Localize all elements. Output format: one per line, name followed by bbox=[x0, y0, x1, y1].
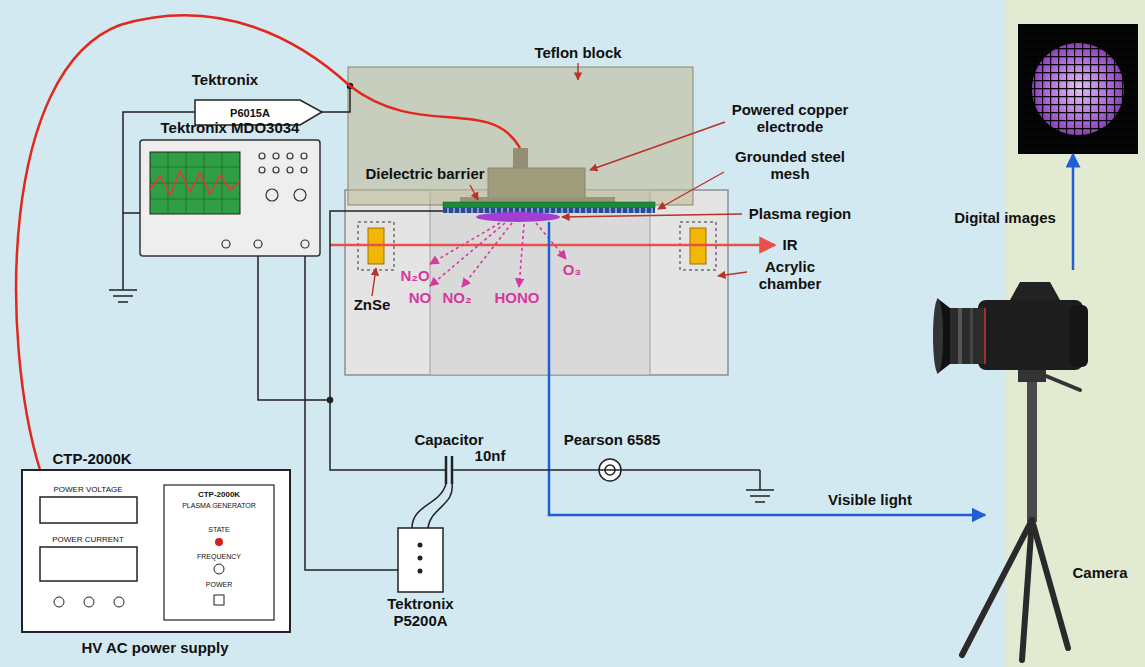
part-label-holder: Powered copper electrode bbox=[715, 101, 865, 136]
species-label-holder: N₂O bbox=[400, 267, 429, 284]
connector-wire bbox=[1072, 154, 1075, 270]
component-label: Pearson 6585 bbox=[564, 431, 661, 448]
species-label: O₃ bbox=[563, 261, 582, 278]
part-label-holder: ZnSe bbox=[354, 296, 391, 313]
node-text-holder: Digital images bbox=[954, 209, 1056, 226]
node-text: POWER bbox=[206, 581, 232, 588]
node-text-holder: POWER VOLTAGE bbox=[53, 485, 122, 494]
node-text: STATE bbox=[208, 526, 230, 533]
node-text: CTP-2000K bbox=[52, 450, 131, 467]
species-label-holder: NO₂ bbox=[442, 289, 471, 306]
component-label-holder: Capacitor bbox=[414, 431, 483, 448]
species-label: NO₂ bbox=[442, 289, 471, 306]
part-label: Plasma region bbox=[749, 205, 852, 222]
hv-wire bbox=[16, 15, 520, 470]
node-text-holder: CTP-2000K bbox=[52, 450, 131, 467]
species-label-holder: HONO bbox=[495, 289, 540, 306]
circuit-wires bbox=[258, 84, 760, 529]
node-text-holder: P6015A bbox=[230, 106, 270, 119]
node-text-holder: Tektronix bbox=[192, 71, 258, 88]
part-label-holder: Teflon block bbox=[534, 44, 621, 61]
node-text-holder: HV AC power supply bbox=[82, 639, 229, 656]
oscilloscope bbox=[140, 140, 320, 256]
teflon-block bbox=[348, 67, 693, 205]
digital-image bbox=[1018, 24, 1138, 154]
species-label: N₂O bbox=[400, 267, 429, 284]
node-text-holder: POWER bbox=[206, 581, 232, 589]
node-text: HV AC power supply bbox=[82, 639, 229, 656]
beam-label: IR bbox=[783, 236, 798, 253]
connector-wire bbox=[305, 256, 398, 570]
p5200a-probe-box bbox=[398, 528, 443, 592]
node-text: Camera bbox=[1072, 564, 1127, 581]
component-label: Capacitor bbox=[414, 431, 483, 448]
steel-mesh bbox=[443, 208, 655, 213]
plasma-glow bbox=[476, 212, 560, 222]
part-label: Teflon block bbox=[534, 44, 621, 61]
node-text: PLASMA GENERATOR bbox=[182, 502, 256, 509]
acrylic-chamber bbox=[345, 190, 728, 375]
node-text: Tektronix P5200A bbox=[387, 595, 453, 629]
p5200a-node: Tektronix P5200A bbox=[398, 528, 443, 592]
species-label-holder: NO bbox=[409, 289, 432, 306]
power-supply-panel bbox=[22, 470, 290, 632]
node-text-holder: PLASMA GENERATOR bbox=[182, 502, 256, 510]
node-text-holder: STATE bbox=[208, 526, 230, 534]
part-label-holder: Grounded steel mesh bbox=[725, 148, 855, 183]
node-text-holder: CTP-2000K bbox=[198, 490, 240, 499]
node-text-holder: FREQUENCY bbox=[197, 553, 241, 561]
node-text-holder: POWER CURRENT bbox=[52, 535, 124, 544]
species-label: HONO bbox=[495, 289, 540, 306]
part-label: Dielectric barrier bbox=[365, 165, 484, 182]
digital-image-node: Digital images bbox=[1018, 24, 1138, 154]
node-text: Digital images bbox=[954, 209, 1056, 226]
node-text: Tektronix bbox=[192, 71, 258, 88]
species-label: NO bbox=[409, 289, 432, 306]
species-label-holder: O₃ bbox=[563, 261, 582, 278]
part-label-holder: Dielectric barrier bbox=[365, 165, 484, 182]
ir-beam bbox=[330, 245, 775, 246]
visible-light-path bbox=[549, 222, 985, 515]
part-label-holder: Plasma region bbox=[749, 205, 852, 222]
node-text-holder: Tektronix MDO3034 bbox=[161, 119, 300, 136]
part-label: Powered copper electrode bbox=[732, 101, 849, 135]
node-text: CTP-2000K bbox=[198, 490, 240, 499]
component-value: 10nf bbox=[475, 447, 506, 464]
component-value-holder: 10nf bbox=[475, 447, 506, 464]
beam-label: Visible light bbox=[828, 491, 912, 508]
part-label-holder: Acrylic chamber bbox=[750, 258, 830, 293]
node-text: POWER VOLTAGE bbox=[53, 485, 122, 494]
dielectric-barrier bbox=[443, 202, 655, 208]
component-label-holder: Pearson 6585 bbox=[564, 431, 661, 448]
beam-label-holder: Visible light bbox=[828, 491, 912, 508]
node-text-holder: Camera bbox=[1072, 564, 1127, 581]
node-text: FREQUENCY bbox=[197, 553, 241, 560]
node-text: POWER CURRENT bbox=[52, 535, 124, 544]
gas-arrows bbox=[430, 223, 566, 287]
node-text: Tektronix MDO3034 bbox=[161, 119, 300, 136]
part-label: Acrylic chamber bbox=[759, 258, 822, 292]
camera-node: Camera bbox=[935, 270, 1130, 660]
node-text-holder: Tektronix P5200A bbox=[376, 595, 466, 630]
camera-drawing bbox=[933, 282, 1088, 660]
power-supply-node: CTP-2000KPOWER VOLTAGEPOWER CURRENTCTP-2… bbox=[22, 470, 290, 632]
oscilloscope-node: Tektronix MDO3034 bbox=[140, 140, 320, 256]
part-label: Grounded steel mesh bbox=[735, 148, 845, 182]
pearson-coil bbox=[599, 459, 621, 481]
node-text: P6015A bbox=[230, 106, 270, 118]
part-label: ZnSe bbox=[354, 296, 391, 313]
beam-label-holder: IR bbox=[783, 236, 798, 253]
